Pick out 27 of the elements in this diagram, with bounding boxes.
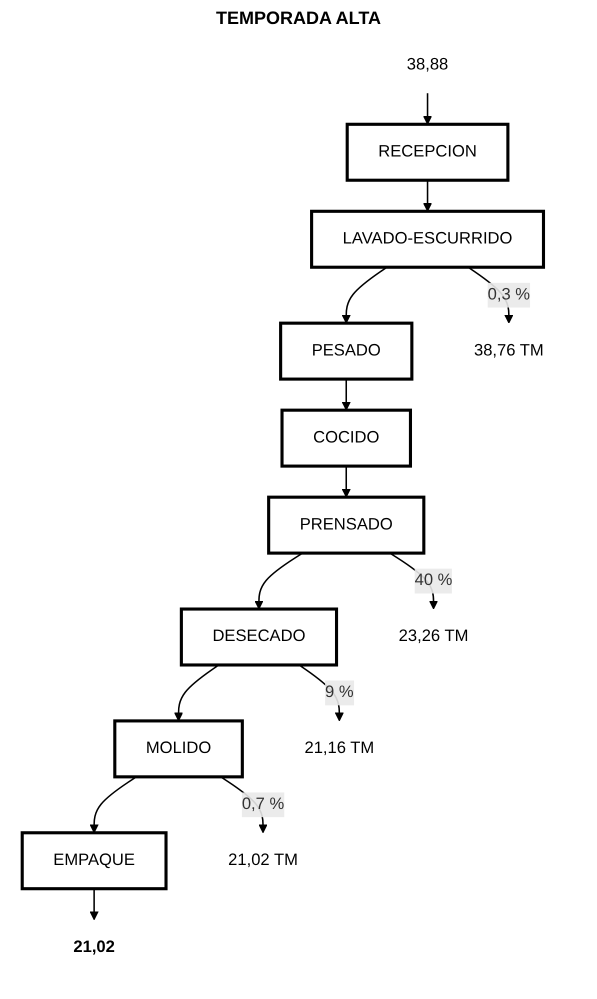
node-box: RECEPCION	[346, 122, 510, 182]
node-box: LAVADO-ESCURRIDO	[310, 210, 546, 269]
arrow	[174, 664, 220, 722]
node-box: PESADO	[279, 322, 414, 381]
node-box: PRENSADO	[267, 496, 426, 555]
arrow	[342, 466, 351, 498]
node-text: 21,02	[73, 938, 115, 956]
node-text: 38,88	[406, 56, 448, 74]
node-box: EMPAQUE	[20, 831, 168, 890]
node-text: 38,76 TM	[474, 342, 544, 360]
edge-label: 9 %	[325, 684, 354, 702]
node-text: 21,02 TM	[228, 851, 298, 870]
arrow	[423, 93, 432, 125]
node-text: 23,26 TM	[398, 628, 468, 646]
arrow	[90, 888, 99, 920]
node-text: 21,16 TM	[304, 740, 374, 758]
node-box: COCIDO	[280, 408, 412, 468]
arrow	[342, 266, 388, 324]
edge-label: 0,3 %	[488, 286, 530, 304]
diagram-title: TEMPORADA ALTA	[215, 7, 382, 29]
edge-label: 0,7 %	[242, 795, 284, 814]
node-box: MOLIDO	[113, 719, 244, 778]
node-box: DESECADO	[180, 608, 338, 667]
arrow	[423, 180, 432, 212]
arrow	[90, 776, 137, 834]
edge-label: 40 %	[414, 572, 452, 590]
arrow	[342, 379, 351, 411]
